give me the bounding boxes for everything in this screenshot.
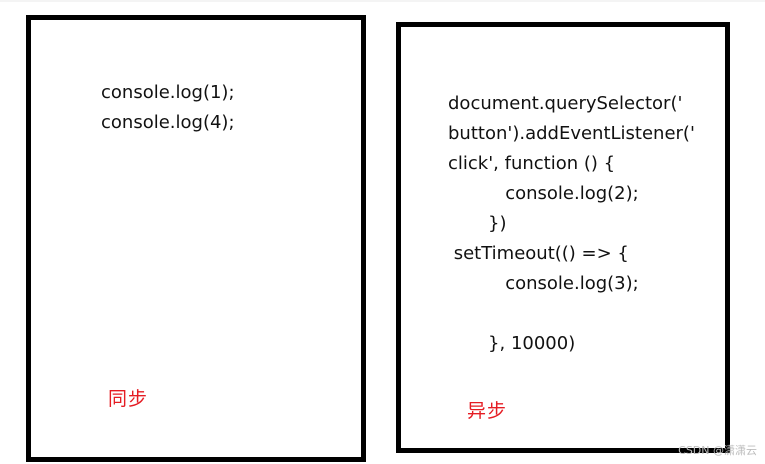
sync-label: 同步: [108, 388, 149, 410]
sync-code-block: console.log(1); console.log(4);: [101, 82, 235, 133]
top-border-line: [0, 0, 765, 2]
async-code-block: document.querySelector(' button').addEve…: [448, 93, 695, 354]
async-label: 异步: [467, 400, 508, 422]
csdn-watermark: CSDN @潇潇云: [678, 444, 757, 457]
sync-code-panel: console.log(1); console.log(4); 同步: [26, 15, 366, 462]
async-code-panel: document.querySelector(' button').addEve…: [396, 22, 730, 453]
